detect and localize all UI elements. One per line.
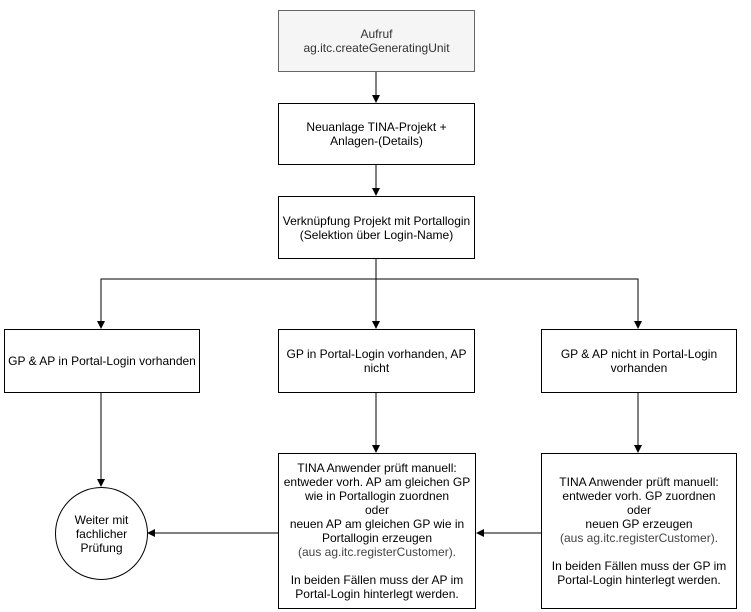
end-node-line: fachlicher [75, 526, 128, 541]
manual-ap-node-line: entweder vorh. AP am gleichen GP [283, 475, 471, 489]
manual-gp-node-line: neuen GP erzeugen [585, 517, 693, 531]
verknuepfung-node-line: Verknüpfung Projekt mit Portallogin [282, 213, 471, 228]
manual-ap-note-line: In beiden Fällen muss der AP im [290, 573, 464, 587]
start-node: Aufruf ag.itc.createGeneratingUnit [278, 10, 475, 72]
arrow-verknuepfung-to-case-none [376, 278, 642, 329]
end-node: Weiter mit fachlicher Prüfung [55, 487, 148, 580]
manual-ap-call-reference: (aus ag.itc.registerCustomer). [297, 545, 457, 559]
case-both-node: GP & AP in Portal-Login vorhanden [4, 329, 200, 393]
manual-gp-node-line: entweder vorh. GP zuordnen [562, 489, 716, 503]
manual-ap-node-line: neuen AP am gleichen GP wie in [289, 517, 465, 531]
verknuepfung-node: Verknüpfung Projekt mit Portallogin (Sel… [278, 196, 475, 259]
case-none-node-line: GP & AP nicht in Portal-Login [560, 347, 718, 361]
manual-gp-node: TINA Anwender prüft manuell: entweder vo… [541, 453, 737, 609]
case-gp-only-node: GP in Portal-Login vorhanden, AP nicht [278, 329, 475, 393]
case-none-node-line: vorhanden [610, 361, 668, 375]
arrow-verknuepfung-to-case-both [97, 259, 377, 329]
neuanlage-node-line: Neuanlage TINA-Projekt + [306, 120, 447, 134]
manual-ap-node: TINA Anwender prüft manuell: entweder vo… [278, 453, 476, 609]
verknuepfung-node-line: (Selektion über Login-Name) [299, 227, 454, 242]
manual-gp-call-reference: (aus ag.itc.registerCustomer). [559, 531, 719, 545]
end-node-line: Prüfung [80, 540, 123, 555]
neuanlage-node-line: Anlagen-(Details) [330, 134, 423, 148]
start-node-line: ag.itc.createGeneratingUnit [303, 41, 450, 55]
manual-ap-node-line: oder [364, 503, 390, 517]
manual-gp-note-line: In beiden Fällen muss der GP im [551, 559, 727, 573]
manual-gp-node-line: TINA Anwender prüft manuell: [559, 475, 719, 489]
start-node-line: Aufruf [360, 27, 393, 41]
manual-ap-node-line: Portallogin erzeugen [321, 531, 433, 545]
manual-ap-node-line: TINA Anwender prüft manuell: [297, 461, 457, 475]
case-none-node: GP & AP nicht in Portal-Login vorhanden [541, 329, 737, 393]
manual-ap-note-line: Portal-Login hinterlegt werden. [295, 587, 459, 601]
manual-gp-note-line: Portal-Login hinterlegt werden. [557, 573, 721, 587]
end-node-line: Weiter mit [74, 512, 129, 527]
neuanlage-node: Neuanlage TINA-Projekt + Anlagen-(Detail… [278, 103, 475, 165]
case-both-node-line: GP & AP in Portal-Login vorhanden [8, 354, 196, 368]
manual-ap-node-line: wie in Portallogin zuordnen [304, 489, 450, 503]
case-gp-only-node-line: nicht [363, 361, 390, 375]
manual-gp-node-line: oder [626, 503, 652, 517]
case-gp-only-node-line: GP in Portal-Login vorhanden, AP [286, 347, 467, 361]
